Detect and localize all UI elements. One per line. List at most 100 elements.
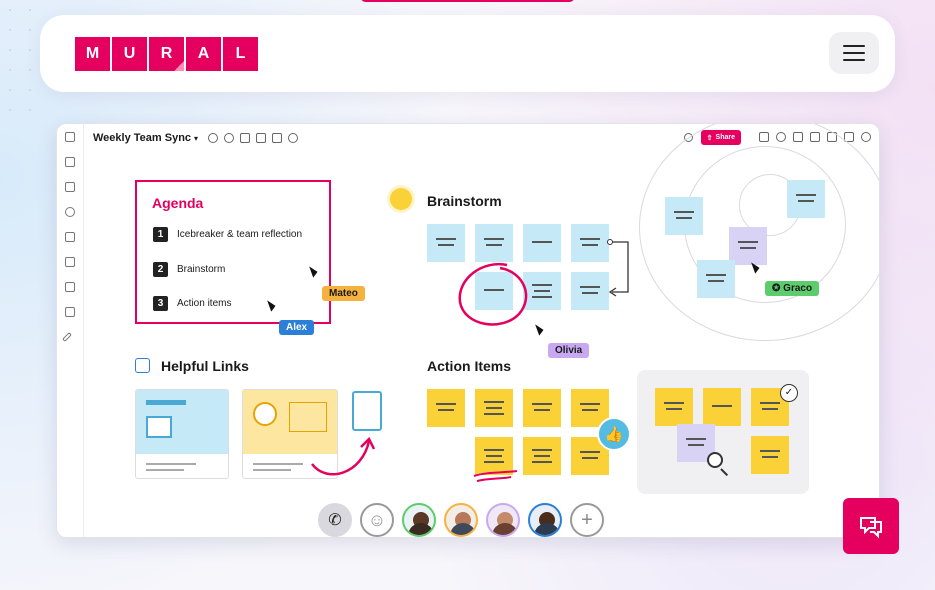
emoji-button[interactable]: ☺ xyxy=(360,503,394,537)
phone-button[interactable]: ✆ xyxy=(318,503,352,537)
sticky-note[interactable] xyxy=(523,437,561,475)
agenda-item-number: 2 xyxy=(153,262,168,277)
thumbs-up-icon[interactable]: 👍 xyxy=(597,417,631,451)
sticky-note[interactable] xyxy=(475,437,513,475)
avatar[interactable] xyxy=(444,503,478,537)
outline-icon[interactable] xyxy=(240,133,251,143)
logo-letter: A xyxy=(186,37,221,71)
chat-feedback-button[interactable] xyxy=(843,498,899,554)
shapes-icon[interactable] xyxy=(65,182,75,192)
pencil-icon[interactable] xyxy=(62,332,72,342)
avatar[interactable] xyxy=(528,503,562,537)
help-icon[interactable] xyxy=(861,132,871,142)
check-icon[interactable]: ✓ xyxy=(780,384,798,402)
checklist-icon[interactable] xyxy=(272,133,283,143)
sticky-note[interactable] xyxy=(475,224,513,262)
logo-letter: L xyxy=(223,37,258,71)
hamburger-menu-button[interactable] xyxy=(829,32,879,74)
sticky-note[interactable] xyxy=(475,272,513,310)
agenda-item-number: 1 xyxy=(153,227,168,242)
collapse-icon[interactable] xyxy=(65,132,75,142)
sticky-note[interactable] xyxy=(523,224,561,262)
sticky-note[interactable] xyxy=(475,389,513,427)
board-title[interactable]: Weekly Team Sync xyxy=(93,132,192,144)
logo-letter: M xyxy=(75,37,110,71)
board-toolbar: Weekly Team Sync ▾ xyxy=(85,124,879,152)
sticky-note[interactable] xyxy=(665,197,703,235)
chat-feedback-icon xyxy=(860,517,882,539)
sticky-note[interactable] xyxy=(427,224,465,262)
agenda-item: 1 Icebreaker & team reflection xyxy=(153,227,302,242)
link-card-website[interactable] xyxy=(135,389,229,479)
left-toolbar xyxy=(57,124,84,537)
agenda-item: 2 Brainstorm xyxy=(153,262,225,277)
import-icon[interactable] xyxy=(65,307,75,317)
search-icon[interactable] xyxy=(844,132,854,142)
sticky-note[interactable] xyxy=(751,436,789,474)
logo-letter: U xyxy=(112,37,147,71)
collaborator-tag-olivia: Olivia xyxy=(548,343,590,358)
library-icon[interactable] xyxy=(65,282,75,292)
document-icon[interactable] xyxy=(352,391,382,431)
sticky-note[interactable] xyxy=(523,389,561,427)
hamburger-menu-icon xyxy=(843,59,865,61)
top-accent-bar xyxy=(360,0,575,2)
star-badge-icon: ✪ xyxy=(772,283,784,294)
agenda-frame[interactable]: Agenda 1 Icebreaker & team reflection 2 … xyxy=(135,180,331,324)
sticky-note[interactable] xyxy=(523,272,561,310)
people-icon[interactable] xyxy=(256,133,267,143)
agenda-item-number: 3 xyxy=(153,296,168,311)
annotation-drawing xyxy=(458,239,629,326)
collaboration-bar: ✆ ☺ + xyxy=(318,503,604,537)
agenda-title: Agenda xyxy=(152,195,204,211)
sticky-note[interactable] xyxy=(571,272,609,310)
emoji-icon: ☺ xyxy=(367,509,387,530)
avatar[interactable] xyxy=(486,503,520,537)
action-items-title: Action Items xyxy=(427,358,512,374)
sticky-note[interactable] xyxy=(697,260,735,298)
arrow-drawing xyxy=(311,436,376,476)
image-icon[interactable] xyxy=(65,257,75,267)
timer-icon[interactable] xyxy=(288,133,299,143)
sticky-note[interactable] xyxy=(427,389,465,427)
collaborator-tag-mateo: Mateo xyxy=(322,286,365,301)
site-header: M U R A L xyxy=(40,15,895,92)
agenda-item-label: Action items xyxy=(177,298,232,309)
helpful-links-title: Helpful Links xyxy=(161,358,249,374)
collaborator-tag-graco: ✪ Graco xyxy=(765,281,820,296)
sticky-note[interactable] xyxy=(655,388,693,426)
phone-icon: ✆ xyxy=(328,512,342,529)
agenda-item-label: Brainstorm xyxy=(177,264,226,275)
collaborator-name: Graco xyxy=(783,283,813,294)
add-collaborator-button[interactable]: + xyxy=(570,503,604,537)
sticky-note[interactable] xyxy=(729,227,767,265)
link-card-dashboard[interactable] xyxy=(242,389,338,479)
agenda-item-label: Icebreaker & team reflection xyxy=(177,229,303,240)
grid-icon[interactable] xyxy=(65,232,75,242)
redo-icon[interactable] xyxy=(224,133,235,143)
agenda-item: 3 Action items xyxy=(153,296,231,311)
image-icon xyxy=(146,416,172,438)
undo-icon[interactable] xyxy=(208,133,219,143)
pie-chart-icon xyxy=(253,402,277,426)
chevron-down-icon[interactable]: ▾ xyxy=(194,133,199,143)
hamburger-menu-icon xyxy=(843,45,865,47)
lightbulb-icon xyxy=(390,188,412,210)
decorative-dots xyxy=(0,0,40,120)
mural-logo[interactable]: M U R A L xyxy=(75,37,258,71)
sticky-note[interactable] xyxy=(703,388,741,426)
zoom-icon[interactable] xyxy=(707,452,723,468)
collaborator-tag-alex: Alex xyxy=(279,320,315,335)
mural-board-preview: Weekly Team Sync ▾ ⇧ Share Agenda 1 Iceb… xyxy=(56,123,880,538)
sticky-note-icon[interactable] xyxy=(65,157,75,167)
underline-drawing xyxy=(473,470,518,482)
avatar[interactable] xyxy=(402,503,436,537)
star-icon[interactable] xyxy=(65,207,75,217)
logo-letter: R xyxy=(149,37,184,71)
add-icon: + xyxy=(581,508,593,531)
brainstorm-title: Brainstorm xyxy=(427,193,502,209)
sticky-note[interactable] xyxy=(787,180,825,218)
sticky-note[interactable] xyxy=(571,224,609,262)
hamburger-menu-icon xyxy=(843,52,865,54)
link-icon xyxy=(135,358,150,373)
